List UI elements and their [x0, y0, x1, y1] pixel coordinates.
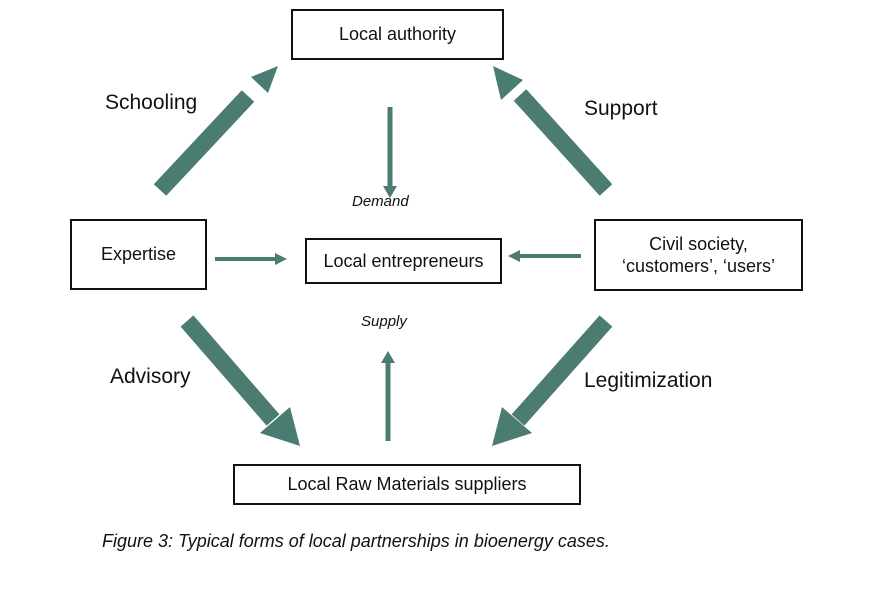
schooling-label: Schooling [105, 91, 198, 114]
legitimization-arrowhead [492, 407, 532, 446]
advisory-arrow [180, 315, 280, 426]
local-authority-box: Local authority [291, 9, 504, 60]
legitimization-arrow [511, 315, 613, 426]
expertise-label: Expertise [100, 244, 177, 265]
supply-label: Supply [361, 313, 407, 330]
local-authority-label: Local authority [338, 24, 457, 45]
figure-caption: Figure 3: Typical forms of local partner… [102, 531, 610, 551]
raw-materials-suppliers-label: Local Raw Materials suppliers [287, 474, 527, 495]
schooling-arrow [153, 90, 255, 196]
support-arrowhead [493, 66, 523, 100]
demand-arrowhead [383, 186, 397, 198]
legitimization-label: Legitimization [584, 369, 713, 392]
civil-society-label-line1: Civil society, [649, 233, 748, 254]
expertise-box: Expertise [70, 219, 207, 290]
schooling-arrowhead [251, 66, 278, 93]
supply-arrowhead [381, 351, 395, 363]
expertise-to-entrepreneurs-arrowhead [275, 253, 287, 265]
local-entrepreneurs-label: Local entrepreneurs [323, 250, 484, 271]
advisory-label: Advisory [110, 365, 191, 388]
raw-materials-suppliers-box: Local Raw Materials suppliers [233, 464, 581, 505]
advisory-arrowhead [260, 407, 300, 446]
civil-society-label-line2: ‘customers’, ‘users’ [621, 256, 776, 276]
support-label: Support [584, 97, 658, 120]
demand-label: Demand [352, 193, 409, 210]
civil-society-box: Civil society, ‘customers’, ‘users’ [594, 219, 803, 291]
civil-to-entrepreneurs-arrowhead [508, 250, 520, 262]
local-entrepreneurs-box: Local entrepreneurs [305, 238, 502, 284]
support-arrow [513, 89, 613, 196]
